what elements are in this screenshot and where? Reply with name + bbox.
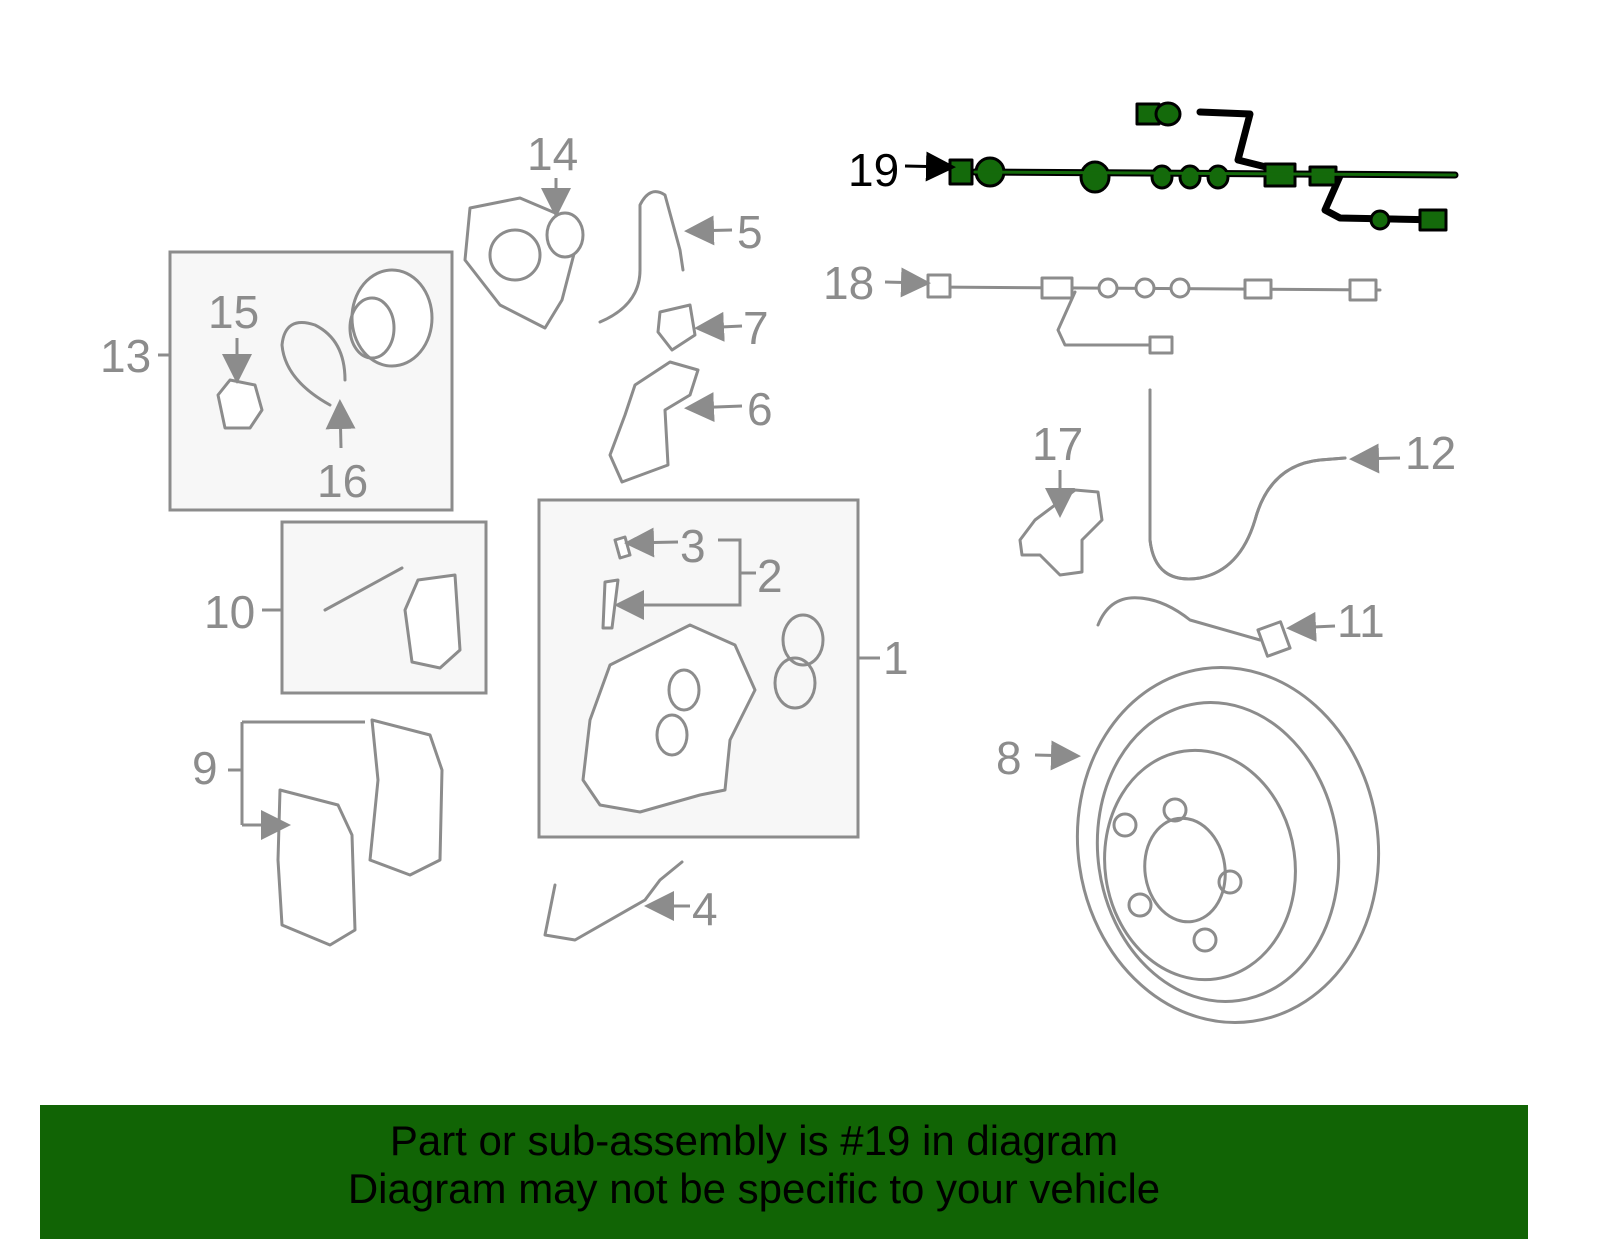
part-19-wear-sensor[interactable] xyxy=(948,101,1459,232)
part-14-hub[interactable] xyxy=(463,196,585,330)
part-15-nut[interactable] xyxy=(216,378,264,430)
part-13-bearing[interactable] xyxy=(348,268,434,368)
part-12-brake-hose[interactable] xyxy=(1148,388,1347,581)
part-5-brake-line[interactable] xyxy=(598,190,685,324)
part-16-snap-ring[interactable] xyxy=(280,321,347,407)
part-8-brake-rotor[interactable] xyxy=(1055,648,1402,1042)
label-14: 14 xyxy=(527,128,578,180)
label-13: 13 xyxy=(100,330,151,382)
label-17: 17 xyxy=(1032,418,1083,470)
label-10: 10 xyxy=(204,586,255,638)
label-11: 11 xyxy=(1337,595,1385,647)
part-11-sensor-wire[interactable] xyxy=(1096,596,1262,642)
label-19: 19 xyxy=(848,144,899,196)
part-1-seal-2[interactable] xyxy=(773,656,817,710)
label-6: 6 xyxy=(747,383,773,435)
part-4-brake-line[interactable] xyxy=(543,860,684,942)
label-2: 2 xyxy=(757,550,783,602)
label-4: 4 xyxy=(692,883,718,935)
label-9: 9 xyxy=(192,742,218,794)
part-10-spring[interactable] xyxy=(403,573,462,670)
part-6-bracket[interactable] xyxy=(608,360,700,484)
label-16: 16 xyxy=(317,455,368,507)
part-9-pad-inner[interactable] xyxy=(368,718,444,877)
label-18: 18 xyxy=(823,257,874,309)
part-1-caliper[interactable] xyxy=(581,623,757,814)
label-5: 5 xyxy=(737,206,763,258)
part-10-pin[interactable] xyxy=(323,566,404,612)
part-18-wear-sensor[interactable] xyxy=(926,273,1382,355)
info-banner: Part or sub-assembly is #19 in diagram D… xyxy=(40,1105,1528,1239)
label-15: 15 xyxy=(208,286,259,338)
part-9-pad-outer[interactable] xyxy=(276,788,357,947)
part-17-speed-sensor[interactable] xyxy=(1018,488,1104,577)
label-8: 8 xyxy=(996,732,1022,784)
part-1-seal[interactable] xyxy=(781,613,825,667)
label-7: 7 xyxy=(743,302,769,354)
banner-line-2: Diagram may not be specific to your vehi… xyxy=(347,1165,1161,1212)
label-3: 3 xyxy=(680,520,706,572)
label-12: 12 xyxy=(1405,427,1456,479)
banner-line-1: Part or sub-assembly is #19 in diagram xyxy=(389,1117,1119,1164)
label-1: 1 xyxy=(883,632,909,684)
part-7-clip[interactable] xyxy=(656,303,697,352)
part-19-leader xyxy=(904,151,956,182)
